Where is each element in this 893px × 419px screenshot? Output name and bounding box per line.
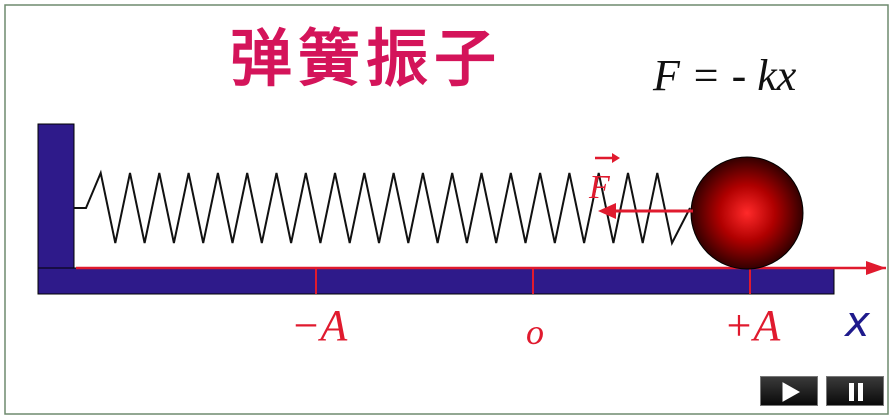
force-arrowhead (598, 203, 616, 219)
x-axis-arrowhead (866, 261, 886, 275)
base-bar (37, 267, 835, 295)
spring (74, 169, 691, 246)
vector-arrow-icon (595, 153, 620, 163)
play-icon (782, 382, 801, 402)
label-pos-amplitude: +A (723, 301, 781, 350)
title: 弹簧振子 (230, 22, 503, 95)
play-button[interactable] (760, 376, 818, 406)
pause-icon (849, 383, 863, 401)
formula: F = - kx (653, 51, 797, 100)
pause-button[interactable] (826, 376, 884, 406)
force-label: F (589, 169, 610, 206)
mass-ball (690, 156, 804, 270)
label-neg-amplitude: −A (290, 301, 348, 350)
label-origin: o (526, 312, 544, 352)
frame-border (4, 4, 889, 415)
axis-name-x: x (845, 297, 870, 346)
